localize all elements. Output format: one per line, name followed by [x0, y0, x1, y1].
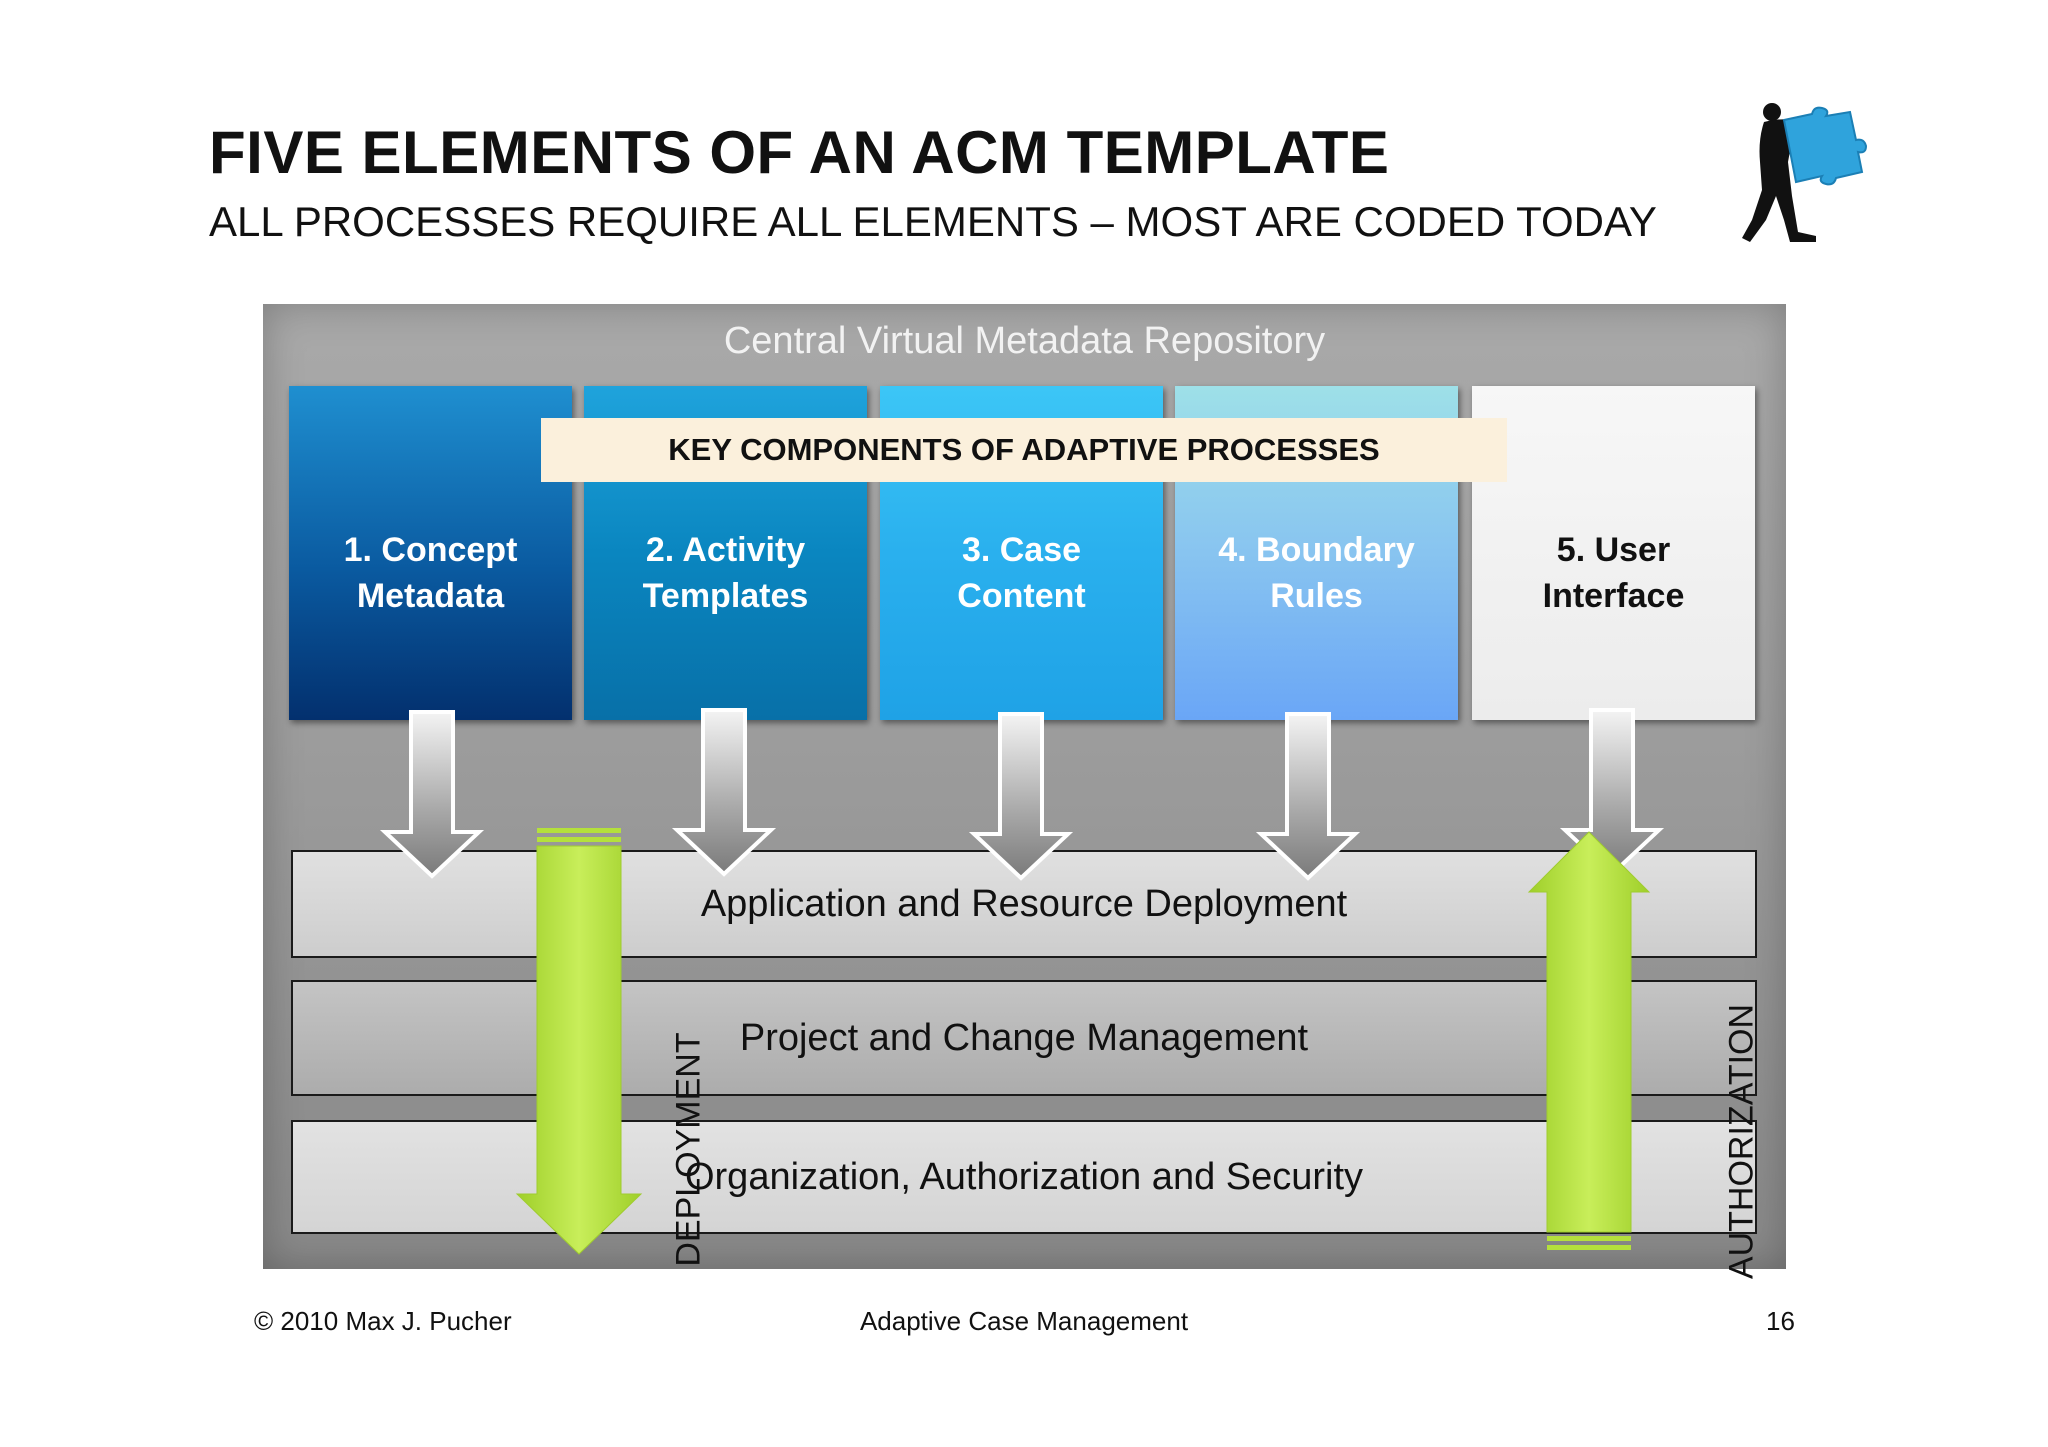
- diagram-arrows: [379, 708, 1665, 1255]
- down-arrow-4: [1255, 712, 1361, 881]
- footer-presentation-title: Adaptive Case Management: [859, 1306, 1189, 1336]
- slide-subtitle: ALL PROCESSES REQUIRE ALL ELEMENTS – MOS…: [209, 198, 1657, 245]
- layer-project-change-management: Project and Change Management: [291, 980, 1757, 1096]
- element-card-concept-metadata: 1. Concept Metadata: [289, 386, 572, 720]
- person-with-puzzle-icon: [1742, 103, 1868, 242]
- authorization-label: AUTHORIZATION: [1722, 1003, 1761, 1280]
- footer-page-number: 16: [1766, 1306, 1795, 1336]
- element-label: 2. Activity Templates: [642, 531, 809, 615]
- slide-title: FIVE ELEMENTS OF AN ACM TEMPLATE: [209, 119, 1390, 186]
- deployment-arrow: [515, 828, 643, 1255]
- element-label: 3. Case Content: [957, 531, 1086, 615]
- authorization-arrow: [1527, 831, 1651, 1250]
- deployment-label: DEPLOYMENT: [669, 1032, 708, 1267]
- down-arrow-2: [671, 708, 777, 877]
- element-label: 1. Concept Metadata: [343, 531, 518, 615]
- down-arrow-3: [968, 712, 1074, 881]
- element-label: 4. Boundary Rules: [1218, 531, 1415, 615]
- metadata-repository-panel: Central Virtual Metadata Repository 1. C…: [263, 304, 1786, 1279]
- element-card-user-interface: 5. User Interface: [1472, 386, 1755, 720]
- down-arrow-1: [379, 710, 485, 879]
- layer-organization-security: Organization, Authorization and Security: [291, 1120, 1757, 1234]
- key-components-banner: KEY COMPONENTS OF ADAPTIVE PROCESSES: [541, 418, 1507, 482]
- footer-copyright: © 2010 Max J. Pucher: [254, 1306, 512, 1336]
- element-label: 5. User Interface: [1542, 531, 1685, 615]
- repository-title: Central Virtual Metadata Repository: [723, 320, 1326, 362]
